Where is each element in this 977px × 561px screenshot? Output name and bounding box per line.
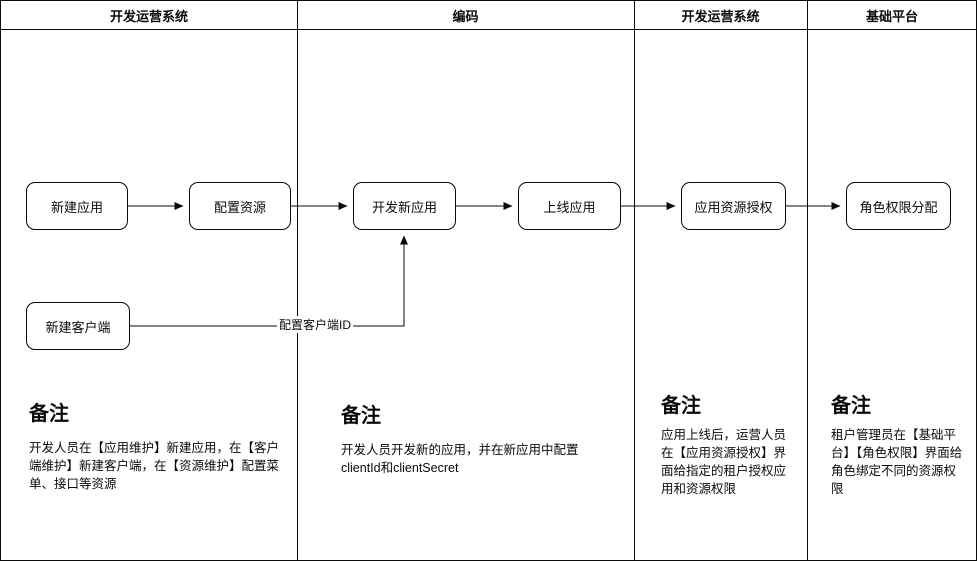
lane-title-devops-2: 开发运营系统 — [681, 9, 760, 24]
lane-divider-1 — [297, 1, 298, 560]
note-heading-4: 备注 — [831, 395, 871, 417]
node-app-resource-authorize: 应用资源授权 — [681, 182, 786, 230]
note-body-2: 开发人员开发新的应用，并在新应用中配置clientId和clientSecret — [341, 443, 579, 476]
lane-divider-2 — [634, 1, 635, 560]
node-configure-resources: 配置资源 — [189, 182, 291, 230]
lane-title-devops-1: 开发运营系统 — [109, 9, 188, 24]
note-heading-3: 备注 — [661, 395, 701, 417]
note-body-3: 应用上线后，运营人员在【应用资源授权】界面给指定的租户授权应用和资源权限 — [661, 428, 787, 497]
note-body-4: 租户管理员在【基础平台】【角色权限】界面给角色绑定不同的资源权限 — [831, 428, 963, 497]
lane-header-divider — [1, 29, 976, 30]
edge-label-client-id: 配置客户端ID — [277, 316, 354, 333]
lane-title-platform: 基础平台 — [865, 9, 918, 24]
lane-title-coding: 编码 — [452, 9, 479, 24]
node-new-application: 新建应用 — [26, 182, 128, 230]
note-body-1: 开发人员在【应用维护】新建应用，在【客户端维护】新建客户端，在【资源维护】配置菜… — [29, 441, 280, 492]
node-launch-app: 上线应用 — [518, 182, 621, 230]
note-heading-1: 备注 — [29, 403, 69, 425]
lane-divider-3 — [807, 1, 808, 560]
node-role-permission-assign: 角色权限分配 — [846, 182, 951, 230]
note-heading-2: 备注 — [341, 405, 381, 427]
edge-client-develop — [130, 235, 408, 327]
node-new-client: 新建客户端 — [26, 302, 130, 350]
node-develop-new-app: 开发新应用 — [353, 182, 456, 230]
